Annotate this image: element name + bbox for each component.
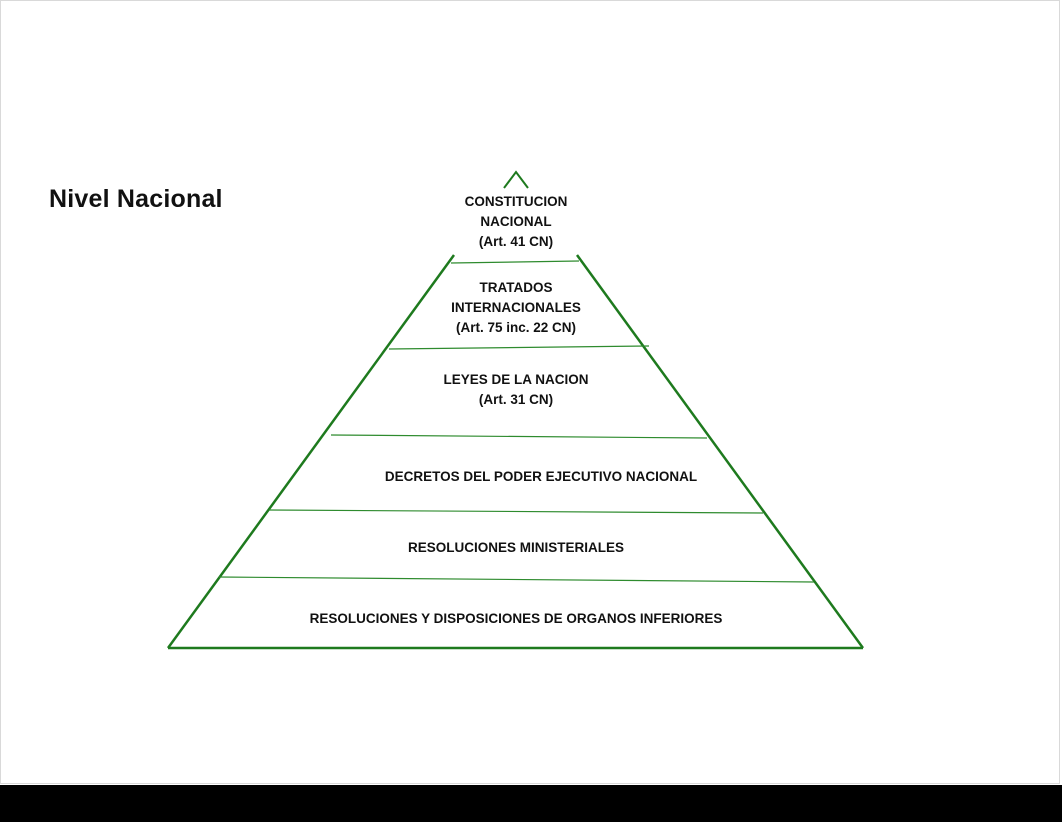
level-leyes: LEYES DE LA NACION (Art. 31 CN) xyxy=(396,370,636,410)
level-line: NACIONAL xyxy=(480,214,552,229)
level-line: (Art. 41 CN) xyxy=(478,234,554,249)
divider-1 xyxy=(450,260,580,264)
pyramid-left-edge xyxy=(166,254,456,649)
level-line: CONSTITUCION xyxy=(464,194,568,209)
level-line: DECRETOS DEL PODER EJECUTIVO NACIONAL xyxy=(384,469,698,484)
level-line: RESOLUCIONES Y DISPOSICIONES DE ORGANOS … xyxy=(309,611,723,626)
pyramid-diagram xyxy=(166,170,865,650)
level-line: RESOLUCIONES MINISTERIALES xyxy=(407,540,625,555)
level-organos-inferiores: RESOLUCIONES Y DISPOSICIONES DE ORGANOS … xyxy=(266,609,766,629)
level-line: INTERNACIONALES xyxy=(451,300,581,315)
level-line: (Art. 75 inc. 22 CN) xyxy=(455,320,577,335)
divider-4 xyxy=(268,509,764,514)
level-constitucion: CONSTITUCION NACIONAL (Art. 41 CN) xyxy=(416,192,616,252)
page-title: Nivel Nacional xyxy=(49,185,223,213)
level-line: TRATADOS xyxy=(479,280,553,295)
pyramid-right-edge xyxy=(575,254,865,649)
divider-2 xyxy=(388,345,650,350)
slide-canvas: Nivel Nacional CONSTITUCION NACIONAL (Ar… xyxy=(0,0,1060,784)
pyramid-apex xyxy=(503,170,529,189)
level-resoluciones-ministeriales: RESOLUCIONES MINISTERIALES xyxy=(316,538,716,558)
level-tratados: TRATADOS INTERNACIONALES (Art. 75 inc. 2… xyxy=(396,278,636,338)
level-decretos: DECRETOS DEL PODER EJECUTIVO NACIONAL xyxy=(316,467,766,487)
divider-5 xyxy=(218,576,815,583)
level-line: LEYES DE LA NACION xyxy=(443,372,589,387)
divider-3 xyxy=(330,434,708,439)
bottom-bar xyxy=(0,785,1062,822)
level-line: (Art. 31 CN) xyxy=(478,392,554,407)
